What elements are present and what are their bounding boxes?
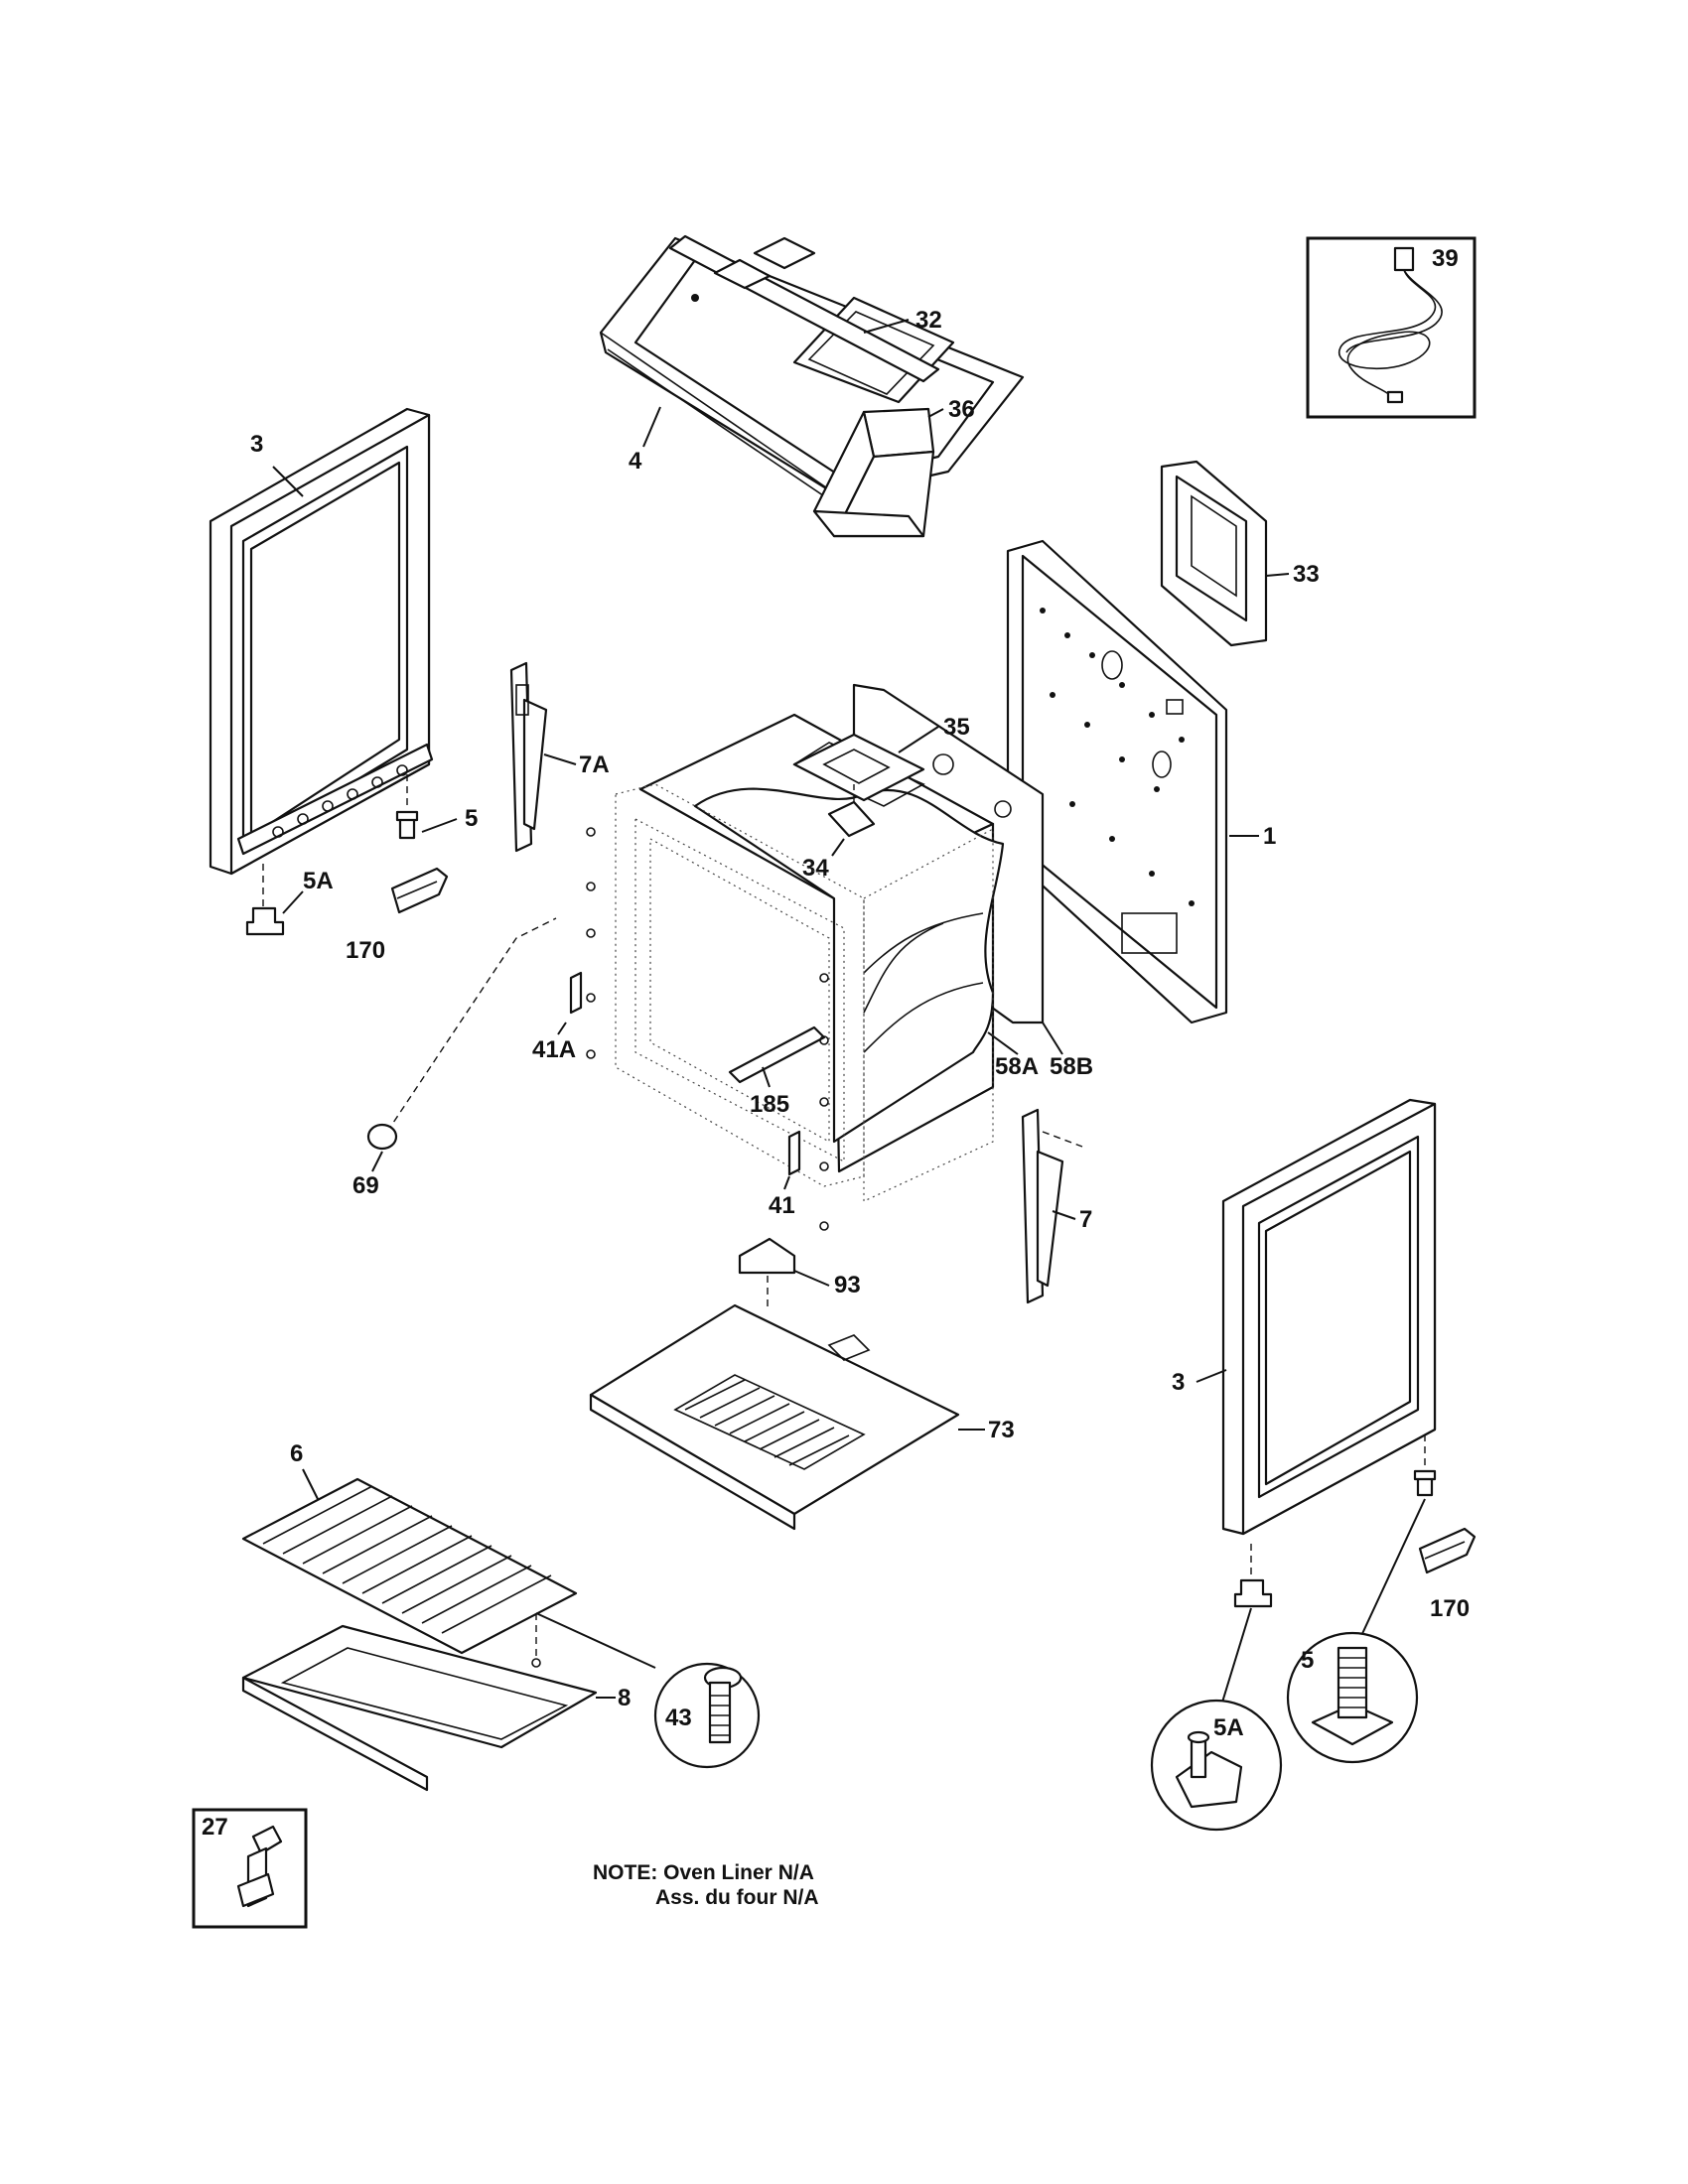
callout-43: 43 (665, 1705, 692, 1731)
callout-3-right: 3 (1172, 1369, 1185, 1396)
leg-bracket-right-part-5A (1233, 1544, 1273, 1608)
screws (586, 827, 829, 1231)
bracket-part-41 (787, 1130, 801, 1176)
callout-5-detail: 5 (1301, 1647, 1314, 1674)
screw-detail-part-43 (531, 1612, 761, 1769)
oven-front-frame (615, 783, 994, 1202)
leader-41A (557, 1022, 567, 1035)
leader-41 (783, 1175, 790, 1190)
callout-34: 34 (802, 855, 829, 882)
callout-170-left: 170 (346, 937, 385, 964)
callout-41A: 41A (532, 1036, 576, 1063)
leveling-leg-right-part-5 (1413, 1434, 1437, 1497)
leader-7A (543, 753, 577, 765)
callout-93: 93 (834, 1272, 861, 1298)
leader-93 (793, 1270, 830, 1287)
callout-39: 39 (1432, 245, 1459, 272)
leveling-leg-left-part-5 (395, 774, 419, 840)
callout-5A-detail: 5A (1213, 1714, 1244, 1741)
back-panel-part-1 (1006, 539, 1228, 1024)
side-panel-left-part-3 (209, 407, 434, 876)
callout-73: 73 (988, 1417, 1015, 1443)
callout-36: 36 (948, 396, 975, 423)
callout-8: 8 (618, 1685, 631, 1711)
leader-34 (831, 838, 845, 857)
anti-tip-bracket-left-part-170 (390, 867, 449, 914)
side-panel-right-part-3 (1221, 1098, 1437, 1536)
leader-3-right (1196, 1369, 1227, 1383)
broil-element-part-185 (728, 1025, 826, 1084)
callout-69: 69 (352, 1172, 379, 1199)
callout-58A: 58A (995, 1053, 1039, 1080)
callout-27: 27 (202, 1814, 228, 1841)
callout-5A-left: 5A (303, 868, 334, 894)
leader-185 (762, 1066, 771, 1088)
hinge-rail-part-7 (1021, 1108, 1083, 1304)
callout-32: 32 (915, 307, 942, 334)
callout-41: 41 (769, 1192, 795, 1219)
leader-36 (927, 408, 944, 418)
callout-5-left: 5 (465, 805, 478, 832)
callout-1: 1 (1263, 823, 1276, 850)
leg-bracket-left-part-5A (245, 864, 285, 936)
power-cord-inset-part-39 (1306, 236, 1477, 419)
top-frame-part-4 (599, 236, 1025, 507)
leveling-leg-detail-5 (1286, 1631, 1419, 1764)
leader-69 (371, 1151, 383, 1172)
leader-5A-detail (1220, 1607, 1252, 1706)
leader-58A (987, 1031, 1019, 1055)
callout-4: 4 (629, 448, 642, 475)
air-deflector-part-93 (738, 1237, 796, 1310)
leader-35 (898, 726, 939, 753)
top-rail-part-32 (668, 234, 940, 383)
callout-170-right: 170 (1430, 1595, 1470, 1622)
leader-3-left (272, 466, 304, 497)
leader-6 (302, 1468, 319, 1500)
callout-185: 185 (750, 1091, 789, 1118)
callout-33: 33 (1293, 561, 1320, 588)
callout-7A: 7A (579, 751, 610, 778)
anti-tip-bracket-right-part-170 (1418, 1527, 1477, 1574)
callout-58B: 58B (1050, 1053, 1093, 1080)
vent-duct-part-36 (812, 407, 935, 538)
terminal-cover-part-33 (1160, 460, 1268, 647)
leader-58B (1042, 1022, 1063, 1055)
leader-4 (642, 406, 661, 448)
leader-5-detail (1359, 1498, 1426, 1639)
vent-baffle-part-34 (827, 784, 876, 838)
callout-35: 35 (943, 714, 970, 741)
bottom-panel-part-73 (589, 1303, 960, 1531)
cover-plug-part-69 (366, 917, 557, 1151)
callout-3-left: 3 (250, 431, 263, 458)
oven-body-liner (638, 713, 1005, 1173)
leader-7 (1052, 1210, 1076, 1220)
leader-32 (863, 319, 910, 334)
hinge-rail-part-7A (509, 661, 548, 853)
callout-6: 6 (290, 1440, 303, 1467)
bracket-part-41A (569, 971, 583, 1015)
leader-5-left (421, 818, 458, 833)
leg-bracket-detail-5A (1150, 1699, 1283, 1832)
storage-drawer-part-8 (241, 1624, 598, 1792)
vent-plate-part-35 (792, 733, 925, 802)
leader-5A-left (282, 890, 304, 914)
callout-7: 7 (1079, 1206, 1092, 1233)
note-line-1: NOTE: Oven Liner N/A (593, 1861, 814, 1884)
note-line-2: Ass. du four N/A (655, 1886, 819, 1909)
oven-rack-part-6 (241, 1477, 578, 1655)
bracket-inset-part-27 (192, 1808, 308, 1929)
leader-33 (1265, 573, 1290, 577)
